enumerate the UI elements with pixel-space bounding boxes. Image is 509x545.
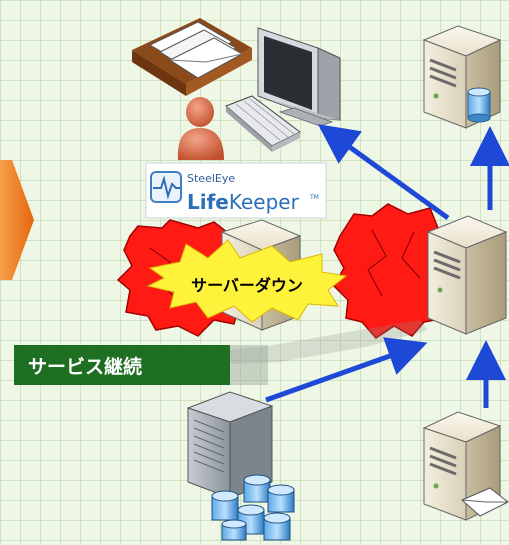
keyboard-icon — [225, 95, 301, 152]
server-down-label: サーバーダウン — [191, 276, 303, 295]
logo-product-name: LifeKeeper — [187, 190, 300, 214]
service-continue-label: サービス継続 — [28, 355, 142, 378]
logo-product-light: Keeper — [229, 190, 300, 214]
mail-envelope-icon — [461, 487, 509, 517]
monitor-icon — [257, 27, 341, 127]
top-right-server-icon — [422, 25, 502, 129]
arrow-from-storage — [265, 337, 428, 403]
lifekeeper-logo: SteelEye LifeKeeper TM — [145, 162, 327, 219]
logo-product-bold: Life — [187, 190, 229, 214]
logo-brand-small: SteelEye — [187, 172, 235, 185]
disk-array-icon — [211, 474, 295, 541]
mail-tray-icon — [132, 18, 252, 96]
drop-shadow — [228, 320, 428, 364]
database-icon — [467, 87, 491, 123]
logo-trademark: TM — [309, 194, 319, 201]
user-icon — [177, 97, 224, 160]
arrow-to-client — [317, 124, 450, 221]
transition-arrow-shape — [0, 160, 34, 280]
standby-server-icon — [426, 215, 508, 335]
service-continue-banner — [14, 345, 230, 385]
banner-shadow — [230, 345, 268, 385]
server-down-burst — [146, 239, 348, 323]
